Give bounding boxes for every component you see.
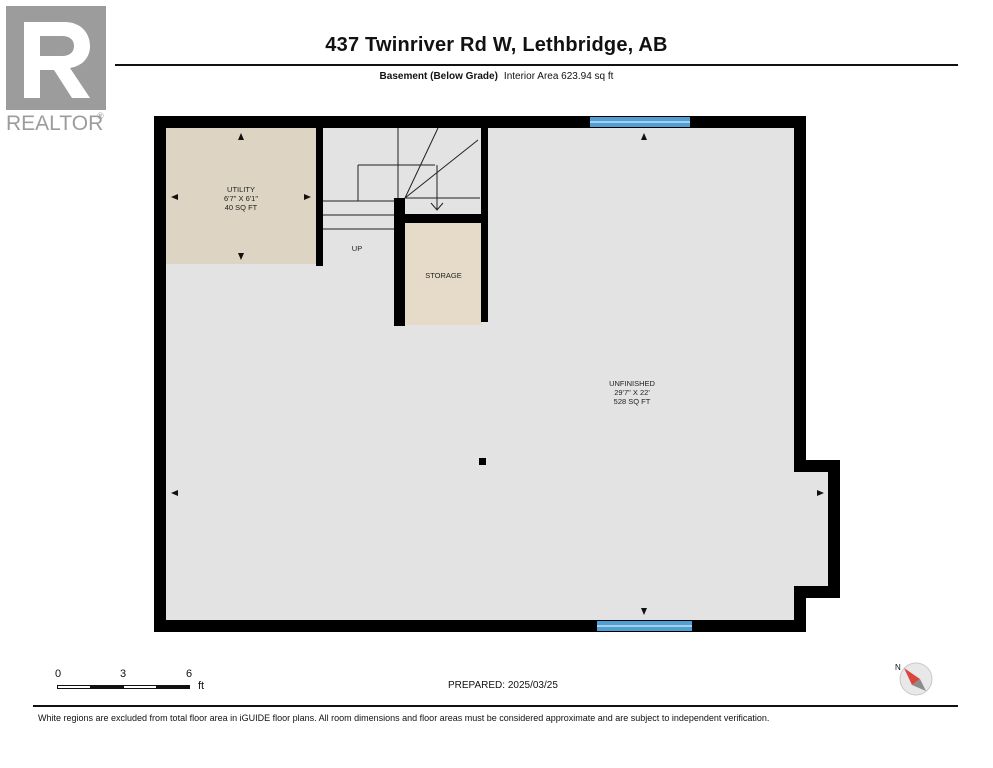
level-name: Basement (Below Grade) bbox=[379, 71, 498, 82]
utility-room bbox=[166, 128, 316, 264]
bump-out-floor bbox=[800, 468, 832, 592]
header-divider bbox=[115, 64, 958, 66]
scale-tick-6: 6 bbox=[186, 668, 193, 680]
storage-label: STORAGE bbox=[425, 271, 462, 280]
storage-room bbox=[405, 222, 482, 325]
dimension-arrows bbox=[171, 133, 824, 615]
unfinished-dimensions: 29'7" x 22' bbox=[614, 388, 650, 397]
scale-unit: ft bbox=[198, 680, 205, 692]
unfinished-area: 528 sq ft bbox=[613, 397, 651, 406]
prepared-date: PREPARED: 2025/03/25 bbox=[448, 680, 558, 691]
scale-segment bbox=[90, 685, 124, 689]
utility-area: 40 sq ft bbox=[224, 203, 258, 212]
scale-tick-3: 3 bbox=[120, 668, 127, 680]
scale-segment bbox=[156, 685, 190, 689]
utility-name: UTILITY bbox=[227, 185, 255, 194]
scale-segment bbox=[123, 685, 157, 689]
realtor-logo: REALTOR ® bbox=[6, 6, 106, 134]
utility-label: UTILITY 6'7" x 6'1" 40 sq ft bbox=[201, 185, 281, 212]
utility-dimensions: 6'7" x 6'1" bbox=[223, 194, 259, 203]
scale-tick-0: 0 bbox=[55, 668, 62, 680]
level-info: Basement (Below Grade) Interior Area 623.… bbox=[0, 71, 993, 82]
disclaimer-text: White regions are excluded from total fl… bbox=[38, 713, 770, 723]
interior-area: Interior Area 623.94 sq ft bbox=[503, 71, 614, 82]
scale-bar: 0 3 6 ft bbox=[52, 668, 222, 698]
compass-icon: N bbox=[895, 662, 933, 696]
support-post bbox=[479, 458, 486, 465]
stairs-up-label: UP bbox=[351, 244, 363, 253]
staircase bbox=[323, 127, 480, 230]
unfinished-label: UNFINISHED 29'7" x 22' 528 sq ft bbox=[592, 379, 672, 406]
logo-registered-mark: ® bbox=[97, 111, 104, 121]
property-address: 437 Twinriver Rd W, Lethbridge, AB bbox=[325, 34, 668, 56]
footer-divider bbox=[33, 705, 958, 707]
logo-text: REALTOR bbox=[6, 112, 103, 134]
interior-walls bbox=[316, 122, 488, 465]
scale-segment bbox=[57, 685, 91, 689]
unfinished-name: UNFINISHED bbox=[609, 379, 655, 388]
compass-north-label: N bbox=[895, 663, 901, 672]
